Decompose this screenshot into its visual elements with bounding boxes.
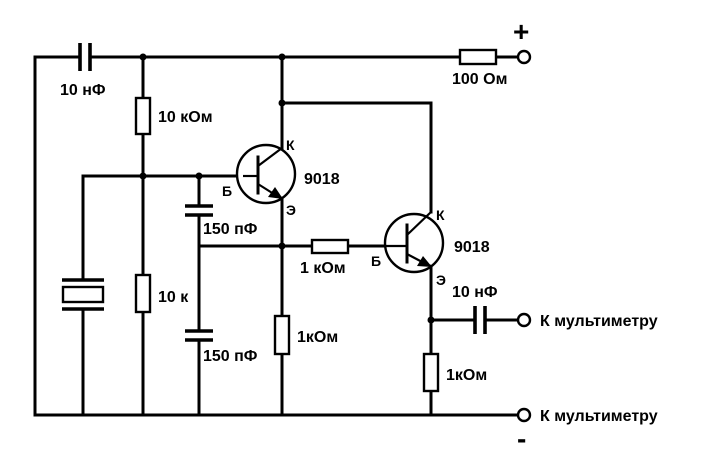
r-coupling-label: 1 кОм — [300, 260, 346, 277]
transistor-q2 — [383, 211, 445, 274]
resistor-10k-bottom — [134, 273, 152, 314]
q2-emitter-arrow — [417, 256, 432, 267]
r-bias-top-label: 10 кОм — [158, 109, 213, 126]
capacitor-10nf-output — [473, 306, 487, 334]
q2-model-label: 9018 — [454, 239, 490, 256]
resistor-100-ohm — [458, 48, 498, 66]
capacitor-150pf-bottom — [185, 329, 213, 342]
c-out-label: 10 нФ — [452, 284, 498, 301]
crystal-resonator — [61, 278, 105, 311]
supply-minus-label: - — [517, 423, 526, 454]
q2-collector-label: К — [436, 207, 445, 223]
c-fb-bottom-label: 150 пФ — [203, 348, 258, 365]
r-emitter2-label: 1кОм — [446, 367, 487, 384]
q1-model-label: 9018 — [304, 171, 340, 188]
terminal-ground[interactable] — [516, 407, 532, 423]
junction-dots — [139, 53, 435, 324]
c-fb-top-label: 150 пФ — [203, 221, 258, 238]
r-load-label: 100 Ом — [452, 71, 507, 88]
capacitor-10nf-top — [78, 43, 92, 71]
wires — [33, 55, 520, 417]
c-top-label: 10 нФ — [60, 82, 106, 99]
q1-emitter-arrow — [268, 187, 283, 199]
resistor-1k-coupling — [310, 238, 350, 255]
resistor-10k-top — [134, 96, 152, 136]
q1-collector-label: К — [286, 137, 295, 153]
terminal-plus[interactable] — [516, 49, 532, 65]
q2-base-label: Б — [371, 253, 381, 269]
capacitor-150pf-top — [185, 204, 213, 217]
output-ground-label: К мультиметру — [540, 408, 658, 425]
resistor-1k-emitter2 — [422, 352, 440, 393]
resistor-1k-emitter1 — [273, 314, 291, 356]
transistor-q1 — [235, 143, 297, 205]
terminal-output[interactable] — [516, 312, 532, 328]
r-bias-bottom-label: 10 к — [158, 289, 189, 306]
q2-emitter-label: Э — [436, 272, 446, 288]
output-signal-label: К мультиметру — [540, 313, 658, 330]
r-emitter1-label: 1кОм — [297, 329, 338, 346]
q1-emitter-label: Э — [286, 202, 296, 218]
supply-plus-label: + — [513, 16, 529, 47]
q1-base-label: Б — [222, 183, 232, 199]
